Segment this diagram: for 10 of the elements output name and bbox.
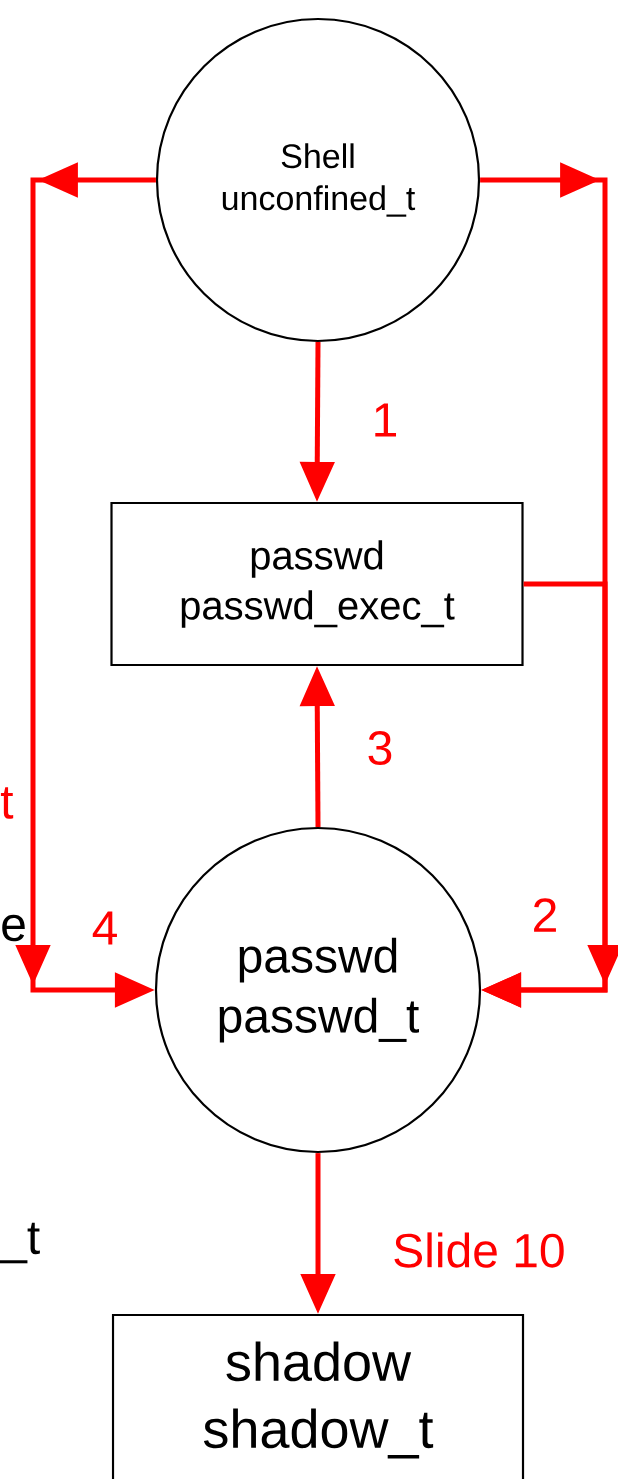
edge-label: 3: [368, 731, 392, 765]
edge-label: 2: [534, 898, 556, 932]
edge-label: 4: [92, 911, 117, 945]
note-label: Slide 10: [394, 1232, 564, 1268]
note-label: t: [0, 787, 14, 819]
note-label: _t: [0, 1222, 40, 1264]
process-box: passwd passwd_exec_t: [110, 501, 524, 667]
process-box: shadow shadow_t: [111, 1313, 525, 1479]
note-label: e: [2, 914, 25, 942]
edge-label: 1: [375, 403, 396, 437]
